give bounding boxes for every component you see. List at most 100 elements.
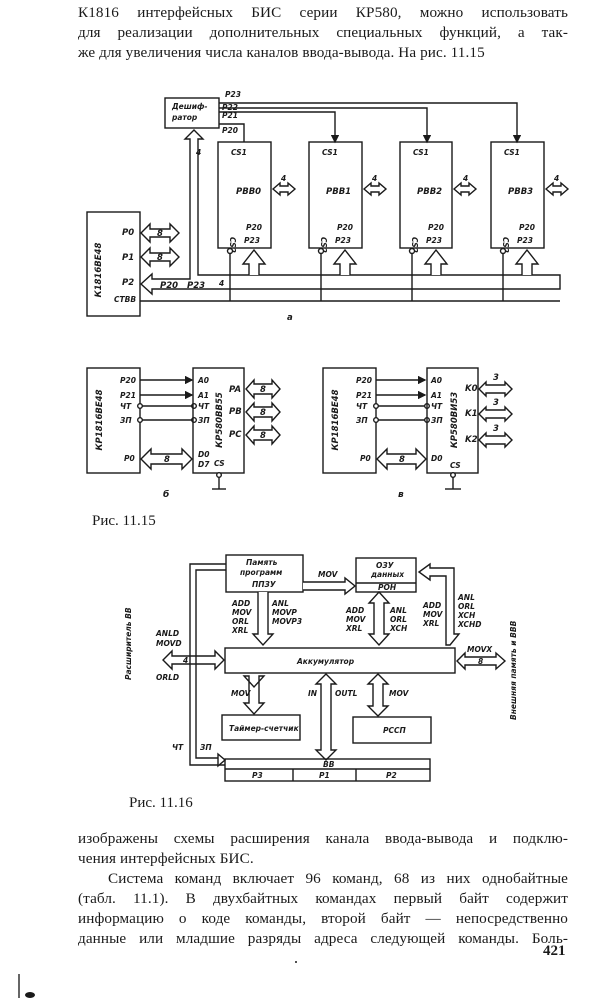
io-op-in: IN — [308, 689, 318, 698]
p23-label: P23 — [426, 236, 442, 245]
scan-blot — [25, 992, 35, 998]
psw-label: РССП — [383, 726, 407, 735]
cs1-label: CS1 — [413, 148, 429, 157]
chip-pin: CS — [450, 461, 461, 470]
pm-label-2: программ — [240, 568, 282, 577]
op: ANLD — [155, 629, 179, 638]
decoder-line-cs1 — [219, 111, 340, 144]
text-line: чения интерфейсных БИС. — [78, 850, 254, 867]
port-pb: PB — [229, 407, 242, 417]
op: MOV — [232, 608, 253, 617]
chip-pin: ЗП — [431, 416, 443, 425]
external-op: MOVX — [467, 645, 493, 654]
external-memory-label: Внешняя память и ВВВ — [509, 620, 518, 720]
expander-width: 4 — [183, 656, 188, 665]
channel-k0: K0 — [465, 384, 478, 394]
p2-bus-width: 4 — [219, 279, 224, 288]
pin-p0: P0 — [124, 454, 135, 463]
cs1-label: CS1 — [504, 148, 520, 157]
bus-width: 8 — [260, 431, 266, 441]
cs2-label: CS2 — [319, 237, 328, 253]
chip-pin: D0 — [431, 454, 442, 463]
figure-11-16: Память программ ППЗУ MOV ОЗУ данных РОН … — [124, 554, 518, 782]
cs2-label: CS2 — [410, 237, 419, 253]
strobe-label-rd: ЧТ — [172, 743, 184, 752]
pin-wr: ЗП — [356, 416, 368, 425]
sublabel-c: в — [398, 490, 404, 500]
timer-block — [221, 714, 301, 741]
chip-pin: D7 — [198, 460, 210, 469]
chip-label-c: КР580ВИ53 — [450, 392, 460, 448]
pin-rd: ЧТ — [120, 402, 132, 411]
chip-pin: ЧТ — [431, 402, 443, 411]
pin-wr: ЗП — [120, 416, 132, 425]
ram-label-1: ОЗУ — [376, 561, 395, 570]
bus-width: 8 — [399, 455, 405, 465]
port-label-p2: P2 — [122, 278, 134, 288]
decoder-bus-width: 4 — [196, 148, 201, 157]
chip-rvv2: CS1 РВВ2 CS2 P20 P23 4 — [399, 141, 478, 301]
chip-pin: A0 — [197, 376, 209, 385]
p20-label: P20 — [519, 223, 535, 232]
p1-bus-width: 8 — [157, 253, 163, 263]
decoder-out-p21: P21 — [222, 111, 238, 120]
port-label: P1 — [319, 771, 330, 780]
text-line: информацию о коде команды, второй байт —… — [78, 910, 568, 927]
op: XRL — [345, 624, 363, 633]
top-paragraph: К1816 интерфейсных БИС серии КР580, можн… — [78, 3, 568, 63]
bus-width: 3 — [493, 424, 499, 434]
op: ADD — [231, 599, 250, 608]
op: ORL — [458, 602, 475, 611]
op: XCH — [457, 611, 476, 620]
op: MOV — [423, 610, 444, 619]
pin-p21: P21 — [120, 391, 136, 400]
p23-label: P23 — [517, 236, 533, 245]
strobe-line-wr — [195, 569, 226, 759]
chip-rvv1: CS1 РВВ1 CS2 P20 P23 4 — [308, 141, 388, 301]
op: ORL — [232, 617, 249, 626]
op: XCHD — [457, 620, 482, 629]
mcu-label-a: К1816ВЕ48 — [94, 243, 104, 298]
figure-11-15-b: КР1816ВЕ48 P20 P21 ЧТ ЗП P0 8 A0 A1 ЧТ З… — [86, 367, 281, 500]
cs2-label: CS2 — [228, 237, 237, 253]
ram-label-2: данных — [370, 570, 405, 579]
text-line: для реализации дополнительных специальны… — [78, 24, 568, 41]
chip-name: РВВ3 — [508, 187, 533, 197]
p20-label: P20 — [337, 223, 353, 232]
pin-p0: P0 — [360, 454, 371, 463]
port-label-p0: P0 — [122, 228, 134, 238]
p23-label: P23 — [244, 236, 260, 245]
op: MOVP — [272, 608, 297, 617]
mcu-label-c: КР1816ВЕ48 — [331, 389, 341, 450]
decoder-line-cs3 — [219, 102, 522, 144]
chip-bus-width: 4 — [281, 174, 286, 183]
p0-bus-arrow — [140, 222, 180, 244]
strobe-label-wr: ЗП — [200, 743, 212, 752]
rons-label: РОН — [378, 583, 397, 592]
pin-p20: P20 — [356, 376, 372, 385]
chip-name: РВВ1 — [326, 187, 351, 197]
chip-bus-arrow — [271, 181, 297, 197]
mcu-label-b: КР1816ВЕ48 — [95, 389, 105, 450]
op: ADD — [345, 606, 364, 615]
external-width: 8 — [478, 657, 483, 666]
scan-speck — [295, 961, 297, 963]
bus-width: 8 — [260, 408, 266, 418]
bus-width: 8 — [164, 455, 170, 465]
p2-label-p23: P23 — [187, 281, 205, 291]
port-pc: PC — [229, 430, 242, 440]
port-label: P2 — [386, 771, 397, 780]
decoder-out-p20: P20 — [222, 126, 238, 135]
accumulator-label: Аккумулятор — [296, 657, 355, 666]
accumulator-block — [224, 647, 456, 674]
chip-pin: D0 — [198, 450, 209, 459]
sublabel-b: б — [163, 489, 169, 500]
text-line: (табл. 11.1). В двухбайтных командах пер… — [78, 890, 568, 907]
expander-label: Расширитель ВВ — [124, 607, 133, 680]
chip-bus-arrow — [452, 181, 478, 197]
text-line: Система команд включает 96 команд, 68 из… — [108, 870, 568, 887]
chip-bus-arrow — [362, 181, 388, 197]
io-op-outl: OUTL — [335, 689, 358, 698]
op: MOVD — [156, 639, 182, 648]
pin-rd: ЧТ — [356, 402, 368, 411]
